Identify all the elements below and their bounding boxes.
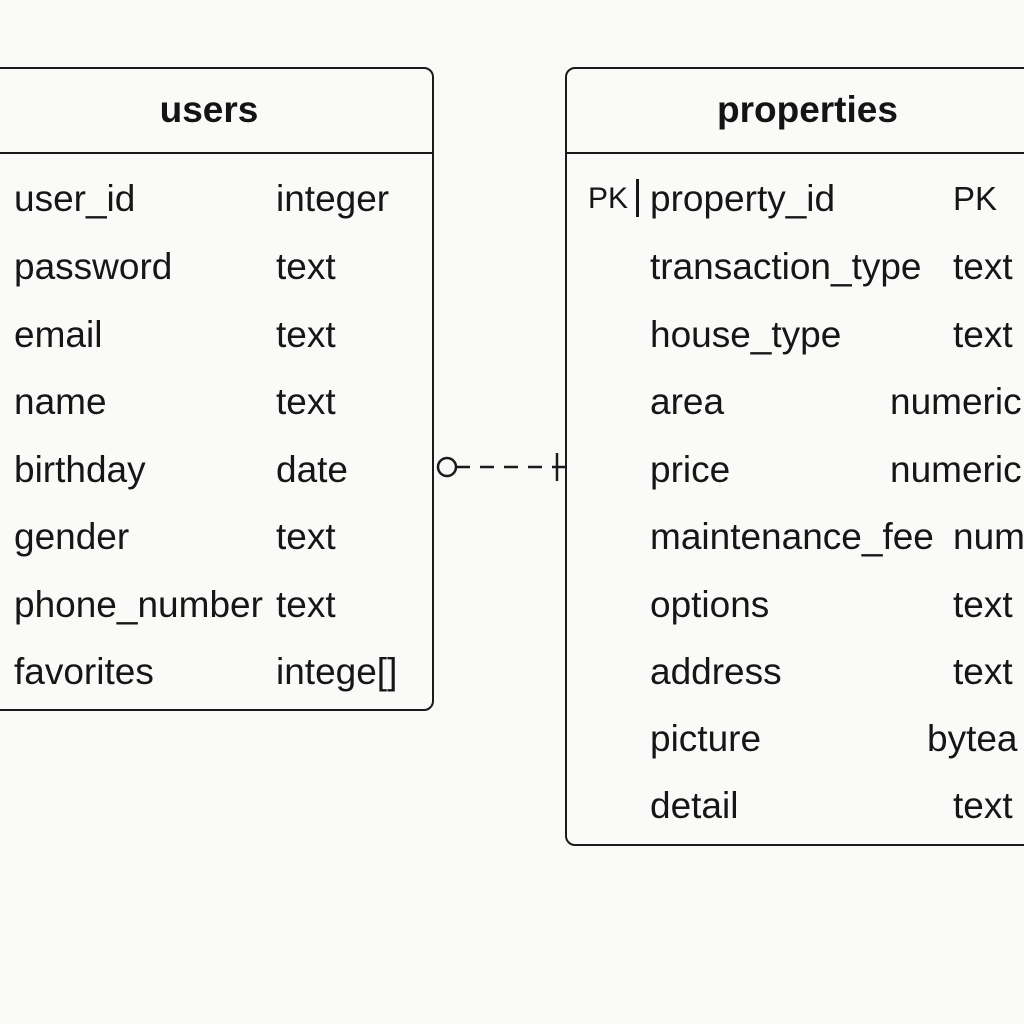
column-type: text (953, 314, 1013, 355)
properties-entity-title: properties (717, 89, 898, 130)
users-entity-title: users (159, 89, 259, 130)
column-name: price (650, 449, 731, 490)
column-name: user_id (14, 178, 136, 219)
column-name: email (14, 314, 103, 355)
column-name: area (650, 381, 725, 422)
column-type: bytea (927, 718, 1018, 759)
primary-key-marker: PK (588, 182, 629, 215)
column-type: text (276, 584, 336, 625)
column-name: password (14, 246, 173, 287)
column-name: detail (650, 785, 739, 826)
column-type: text (953, 246, 1013, 287)
zero-cardinality-circle (436, 456, 458, 478)
column-type: text (276, 314, 336, 355)
column-type: numeric (890, 449, 1022, 490)
column-name: phone_number (14, 584, 263, 625)
column-type: text (276, 381, 336, 422)
column-name: picture (650, 718, 762, 759)
column-type: text (276, 516, 336, 557)
column-name: options (650, 584, 770, 625)
column-type: text (276, 246, 336, 287)
column-type: PK (953, 180, 998, 217)
column-name: property_id (650, 178, 836, 219)
column-type: numeric (890, 381, 1022, 422)
column-name: gender (14, 516, 130, 557)
column-type: numeric (953, 516, 1024, 557)
column-name: name (14, 381, 107, 422)
column-name: favorites (14, 651, 154, 692)
properties-entity: properties PK property_id PK transaction… (565, 67, 1024, 846)
properties-entity-header: properties (567, 69, 1024, 154)
column-type: text (953, 584, 1013, 625)
column-name: transaction_type (650, 246, 922, 287)
column-name: birthday (14, 449, 146, 490)
users-entity-header: users (0, 69, 432, 154)
column-type: text (953, 651, 1013, 692)
column-type: date (276, 449, 349, 490)
users-entity: users user_id integer password text emai… (0, 67, 434, 711)
column-name: maintenance_fee (650, 516, 934, 557)
column-name: address (650, 651, 782, 692)
column-type: text (953, 785, 1013, 826)
column-type: integer (276, 178, 390, 219)
column-type: intege[] (276, 651, 398, 692)
column-name: house_type (650, 314, 842, 355)
primary-key-divider (636, 179, 639, 217)
